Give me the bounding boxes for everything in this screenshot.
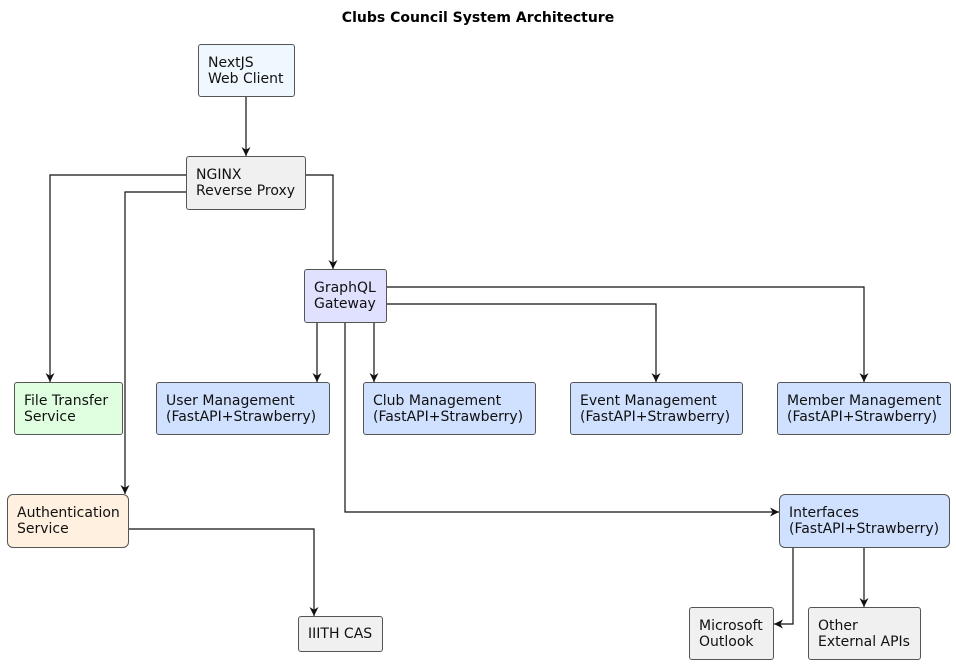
node-label: Member Management (FastAPI+Strawberry)	[787, 392, 942, 425]
node-label: IIITH CAS	[308, 626, 373, 642]
node-label: Authentication Service	[17, 505, 120, 537]
node-member-management: Member Management (FastAPI+Strawberry)	[777, 382, 951, 435]
edge-nginx-gateway	[306, 174, 338, 269]
edge-nginx-filetransfer	[45, 174, 186, 382]
node-event-management: Event Management (FastAPI+Strawberry)	[570, 382, 743, 435]
edge-auth-cas	[128, 528, 319, 616]
node-interfaces: Interfaces (FastAPI+Strawberry)	[779, 494, 950, 548]
node-label: Club Management (FastAPI+Strawberry)	[373, 392, 524, 425]
node-authentication: Authentication Service	[7, 494, 129, 548]
node-nginx: NGINX Reverse Proxy	[186, 156, 306, 210]
node-label: User Management (FastAPI+Strawberry)	[166, 392, 317, 425]
node-graphql-gateway: GraphQL Gateway	[304, 269, 387, 323]
node-user-management: User Management (FastAPI+Strawberry)	[156, 382, 330, 435]
edge-gateway-member	[386, 286, 869, 382]
node-label: File Transfer Service	[24, 392, 109, 425]
node-label: NextJS Web Client	[208, 54, 284, 87]
node-web-client: NextJS Web Client	[198, 44, 295, 97]
diagram-title: Clubs Council System Architecture	[341, 10, 615, 26]
node-external-apis: Other External APIs	[808, 607, 921, 660]
node-label: Other External APIs	[818, 617, 910, 650]
node-label: Interfaces (FastAPI+Strawberry)	[789, 505, 940, 537]
node-iiith-cas: IIITH CAS	[298, 616, 383, 652]
node-label: GraphQL Gateway	[314, 280, 376, 312]
node-label: Event Management (FastAPI+Strawberry)	[580, 392, 731, 425]
node-file-transfer: File Transfer Service	[14, 382, 123, 435]
connectors	[45, 97, 869, 629]
node-label: Microsoft Outlook	[699, 617, 763, 650]
node-microsoft-outlook: Microsoft Outlook	[689, 607, 774, 660]
node-club-management: Club Management (FastAPI+Strawberry)	[363, 382, 536, 435]
edge-interfaces-outlook	[774, 547, 794, 629]
edge-gateway-interfaces	[344, 322, 779, 517]
edge-nginx-auth	[120, 191, 186, 494]
node-label: NGINX Reverse Proxy	[196, 167, 296, 199]
edge-gateway-event	[386, 303, 661, 382]
